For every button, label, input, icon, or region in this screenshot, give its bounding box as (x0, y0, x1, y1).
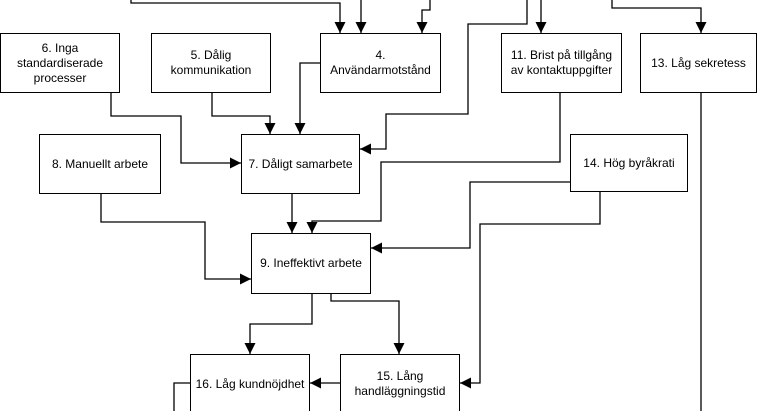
node-5: 5. Dålig kommunikation (151, 33, 271, 93)
node-7: 7. Dåligt samarbete (241, 134, 360, 194)
edge-5-to-7 (211, 93, 276, 134)
node-13: 13. Låg sekretess (640, 33, 757, 93)
node-14-label: 14. Hög byråkrati (583, 155, 675, 170)
node-8-label: 8. Manuellt arbete (51, 156, 149, 171)
node-16-label: 16. Låg kundnöjdhet (195, 376, 305, 391)
edge-14-to-9 (371, 181, 570, 254)
edge-14-to-15 (460, 192, 601, 389)
edge-11-to-9 (306, 93, 561, 233)
node-14: 14. Hög byråkrati (570, 134, 688, 192)
edge-4-to-7 (294, 62, 320, 134)
edge-9-to-15 (330, 294, 405, 354)
node-9: 9. Ineffektivt arbete (251, 233, 371, 294)
node-4: 4. Användarmotstånd (320, 33, 441, 93)
node-13-label: 13. Låg sekretess (651, 55, 746, 70)
node-15: 15. Lång handläggningstid (340, 354, 460, 411)
node-7-label: 7. Dåligt samarbete (248, 156, 353, 171)
node-16: 16. Låg kundnöjdhet (190, 354, 310, 411)
edge-offscreen-to-7 (360, 0, 528, 155)
node-5-label: 5. Dålig kommunikation (170, 48, 252, 77)
node-15-label: 15. Lång handläggningstid (354, 369, 446, 398)
edges-group (100, 0, 707, 411)
edge-offscreen-to-13 (611, 0, 707, 33)
edge-8-to-9 (100, 194, 251, 285)
edge-16-to-offscreen (173, 382, 190, 411)
node-6-label: 6. Inga standardiserade processer (16, 40, 104, 85)
node-11: 11. Brist på tillgång av kontaktuppgifte… (501, 33, 622, 93)
edge-offscreen-to-4-a (130, 0, 346, 33)
node-8: 8. Manuellt arbete (39, 134, 161, 194)
node-11-label: 11. Brist på tillgång av kontaktuppgifte… (510, 48, 613, 77)
node-4-label: 4. Användarmotstånd (330, 48, 431, 77)
node-9-label: 9. Ineffektivt arbete (260, 256, 362, 270)
edge-9-to-16 (244, 294, 313, 354)
node-6: 6. Inga standardiserade processer (0, 33, 120, 93)
edge-6-to-7 (110, 93, 241, 169)
edge-offscreen-to-4-c (416, 0, 431, 33)
